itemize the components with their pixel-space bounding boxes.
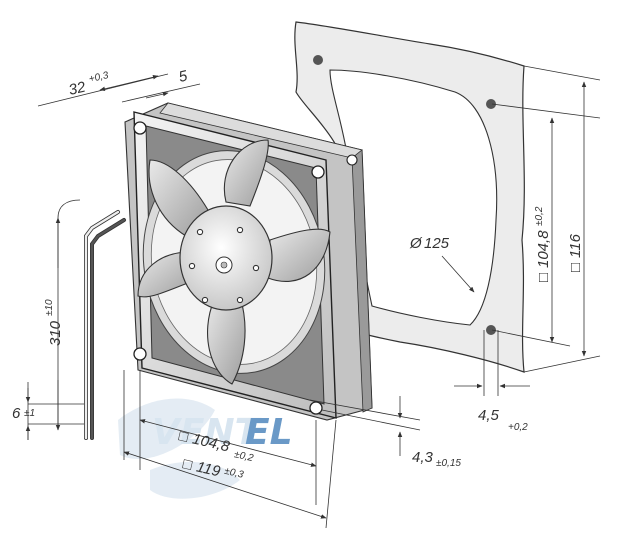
dim-depth: 32 +0,3 [67,70,110,99]
dimension-lines [25,65,601,529]
svg-text:104,8: 104,8 [535,230,552,268]
svg-text:116: 116 [567,233,584,258]
svg-text:±1: ±1 [24,408,35,419]
svg-text:+0,2: +0,2 [508,422,528,433]
svg-text:□: □ [181,455,194,474]
svg-text:±10: ±10 [44,299,55,316]
watermark-accent: EL [245,412,293,453]
dim-panel-hole-spacing: □ 104,8 ±0,2 [534,206,552,282]
svg-text:6: 6 [12,405,21,422]
dim-hole-spacing-bottom: □ 104,8 ±0,2 [177,427,255,464]
fan-blade [207,295,246,385]
fan-hole-bottom-left [133,347,147,361]
svg-text:Ø: Ø [409,235,423,252]
dim-cable-length: 310 ±10 [44,299,64,346]
svg-text:±0,15: ±0,15 [436,458,461,469]
fan-blade [148,159,209,237]
panel-hole-top-right [486,99,496,109]
fan-hole-bottom-right [309,401,323,415]
svg-text:4,3: 4,3 [412,449,434,466]
fan-impeller [137,139,331,385]
dim-hole-diameter: 4,3 ±0,15 [412,449,461,469]
fan-hole-top-right [311,165,325,179]
dim-strip-length: 6 ±1 [12,405,35,422]
svg-text:±0,3: ±0,3 [223,466,245,481]
svg-text:4,5: 4,5 [478,407,500,424]
svg-text:+0,3: +0,3 [88,70,110,85]
dim-size: □ 119 ±0,3 [181,455,245,481]
svg-text:±0,2: ±0,2 [233,449,255,464]
svg-text:□: □ [177,427,190,446]
panel-hole-top-left [313,55,323,65]
svg-text:±0,2: ±0,2 [534,206,545,226]
svg-text:119: 119 [195,458,223,480]
svg-text:□: □ [567,263,584,272]
dim-panel-size: □ 116 [567,233,584,272]
fan-hole-top-left [133,121,147,135]
svg-text:5: 5 [177,67,190,86]
svg-text:□: □ [535,273,552,282]
dim-cutout: Ø 125 [409,235,450,252]
svg-text:310: 310 [47,320,64,346]
fan-blade [267,228,331,283]
dim-flange: 5 [177,67,190,86]
lead-wires [84,210,126,440]
dim-mount-hole: 4,5 +0,2 [478,407,528,433]
fan-blade [223,139,269,207]
svg-text:32: 32 [67,78,88,98]
dimension-labels: 32 +0,3 5 310 ±10 6 ±1 □ 104,8 ±0,2 □ 11… [12,67,584,481]
svg-text:125: 125 [424,235,450,252]
panel-hole-bottom-right [486,325,496,335]
